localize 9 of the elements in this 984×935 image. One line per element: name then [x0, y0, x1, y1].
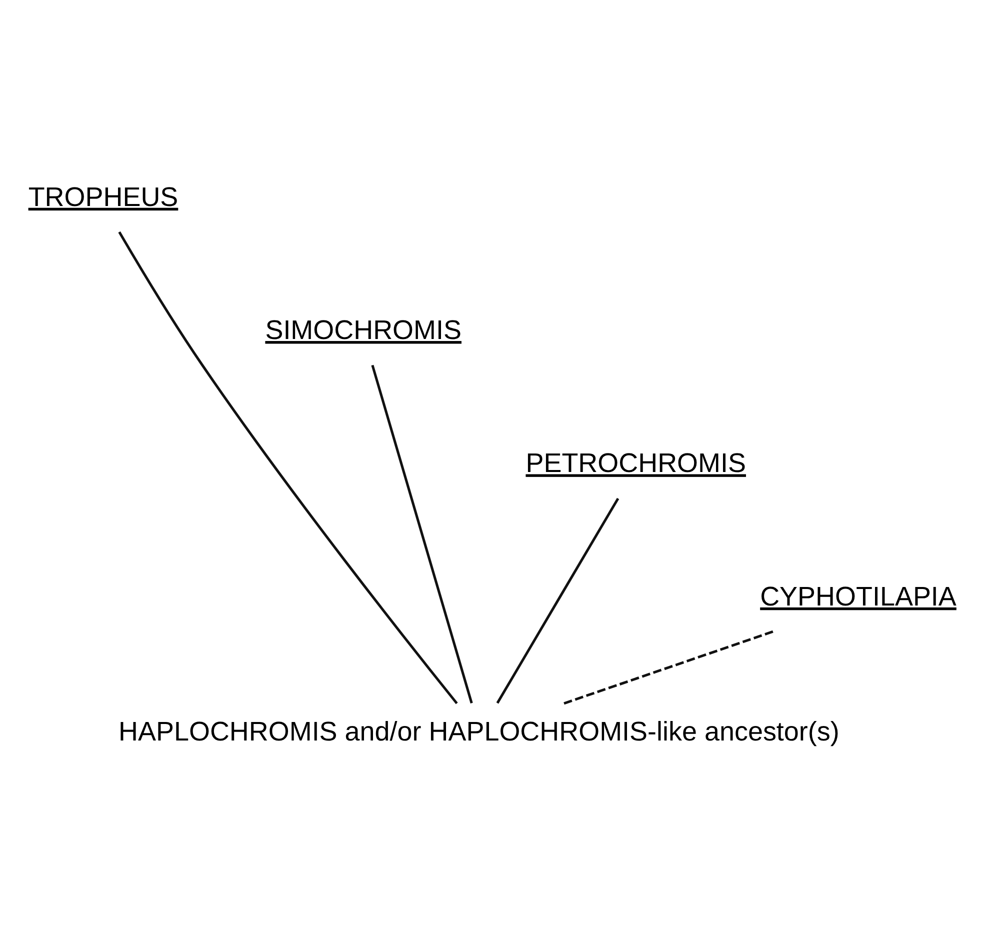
connector	[496, 498, 620, 704]
node-text: HAPLOCHROMIS and/or HAPLOCHROMIS-like ancestor(s)	[118, 716, 840, 746]
node-text: PETROCHROMIS	[526, 448, 746, 478]
node-text: TROPHEUS	[28, 182, 178, 212]
node-text: SIMOCHROMIS	[265, 315, 462, 346]
node-text: CYPHOTILAPIA	[760, 581, 956, 612]
connector	[564, 630, 775, 705]
connector	[371, 364, 473, 704]
connector	[118, 231, 458, 704]
